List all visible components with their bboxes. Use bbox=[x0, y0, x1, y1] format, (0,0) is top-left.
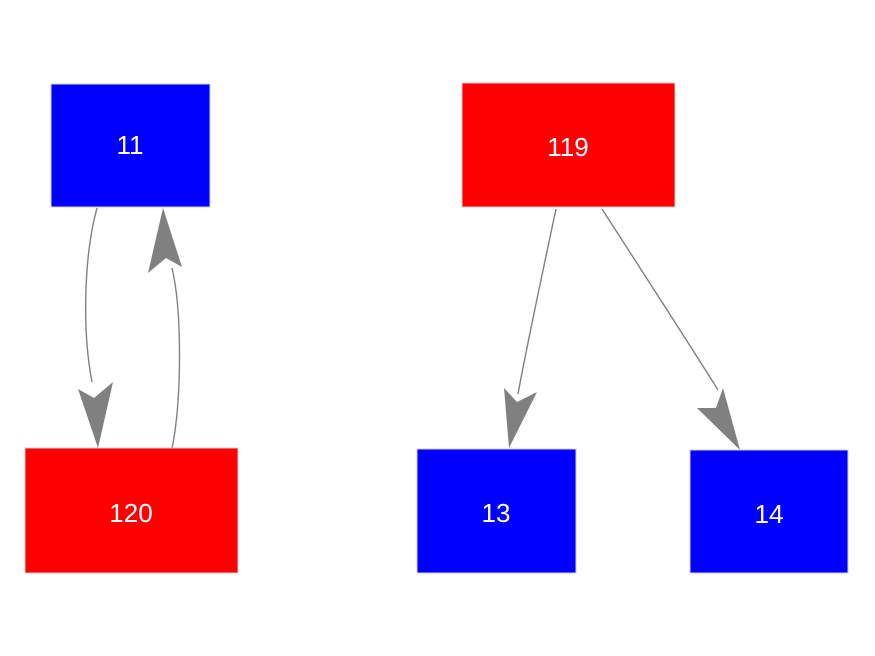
edge-119-to-14-line bbox=[601, 208, 719, 391]
edge-119-to-13-arrowhead bbox=[504, 388, 537, 448]
node-120-rect[interactable] bbox=[24, 447, 239, 574]
edge-11-to-120-line bbox=[84, 207, 98, 383]
edge-119-to-13[interactable] bbox=[504, 208, 557, 448]
node-13-label: 13 bbox=[482, 498, 511, 528]
node-119[interactable]: 119 bbox=[461, 82, 676, 208]
edge-120-to-11[interactable] bbox=[148, 208, 182, 450]
edge-11-to-120[interactable] bbox=[78, 207, 113, 448]
node-119-label: 119 bbox=[547, 132, 588, 162]
node-14[interactable]: 14 bbox=[689, 449, 849, 574]
node-layer: 11 119 120 13 14 bbox=[24, 82, 849, 574]
edge-119-to-14-arrowhead bbox=[697, 388, 740, 450]
node-120[interactable]: 120 bbox=[24, 447, 239, 574]
edge-120-to-11-line bbox=[171, 267, 181, 450]
node-11-rect[interactable] bbox=[50, 83, 211, 208]
node-120-label: 120 bbox=[109, 498, 152, 528]
node-11-label: 11 bbox=[117, 130, 144, 160]
edge-11-to-120-arrowhead bbox=[78, 382, 113, 448]
edge-layer bbox=[78, 207, 740, 450]
edge-119-to-13-line bbox=[517, 208, 557, 395]
node-14-label: 14 bbox=[755, 499, 784, 529]
edge-119-to-14[interactable] bbox=[601, 208, 740, 450]
node-13[interactable]: 13 bbox=[416, 448, 577, 574]
node-11[interactable]: 11 bbox=[50, 83, 211, 208]
edge-120-to-11-arrowhead bbox=[148, 208, 182, 273]
node-119-rect[interactable] bbox=[461, 82, 676, 208]
node-14-rect[interactable] bbox=[689, 449, 849, 574]
node-13-rect[interactable] bbox=[416, 448, 577, 574]
